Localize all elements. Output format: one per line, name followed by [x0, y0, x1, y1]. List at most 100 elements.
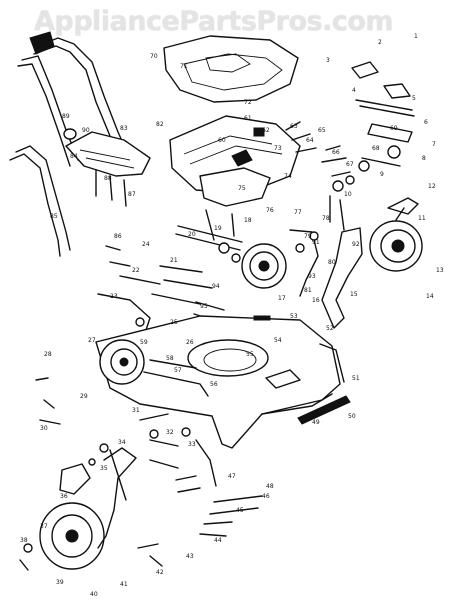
engine-assembly [169, 115, 317, 207]
callout-labels: 1234567891011121314151617181920212223242… [20, 33, 444, 598]
callout-number-54: 54 [274, 337, 282, 344]
callout-number-77: 77 [294, 209, 302, 216]
callout-number-61: 61 [244, 115, 252, 122]
callout-number-92: 92 [352, 241, 360, 248]
callout-number-3: 3 [326, 57, 330, 64]
callout-number-59: 59 [140, 339, 148, 346]
callout-number-62: 62 [262, 127, 270, 134]
callout-number-33: 33 [188, 441, 196, 448]
callout-number-45: 45 [236, 507, 244, 514]
drive-assembly [151, 209, 319, 305]
callout-number-30: 30 [40, 425, 48, 432]
callout-number-35: 35 [100, 465, 108, 472]
callout-number-31: 31 [132, 407, 140, 414]
callout-number-88: 88 [104, 175, 112, 182]
callout-number-16: 16 [312, 297, 320, 304]
callout-number-85: 85 [50, 213, 58, 220]
callout-number-26: 26 [186, 339, 194, 346]
callout-number-76: 76 [266, 207, 274, 214]
callout-number-22: 22 [132, 267, 140, 274]
callout-number-9: 9 [380, 171, 384, 178]
callout-number-4: 4 [352, 87, 356, 94]
callout-number-82: 82 [156, 121, 164, 128]
callout-number-6: 6 [424, 119, 428, 126]
engine-cover [163, 35, 299, 103]
callout-number-19: 19 [214, 225, 222, 232]
callout-number-63: 63 [290, 123, 298, 130]
callout-number-29: 29 [80, 393, 88, 400]
callout-number-87: 87 [128, 191, 136, 198]
callout-number-49: 49 [312, 419, 320, 426]
callout-number-39: 39 [56, 579, 64, 586]
callout-number-84: 84 [70, 153, 78, 160]
callout-number-68: 68 [372, 145, 380, 152]
front-wheel-assembly [19, 377, 263, 571]
callout-number-21: 21 [170, 257, 178, 264]
right-side-parts [321, 61, 415, 231]
callout-number-95: 95 [200, 303, 208, 310]
callout-number-79: 79 [304, 233, 312, 240]
callout-number-38: 38 [20, 537, 28, 544]
callout-number-37: 37 [40, 523, 48, 530]
callout-number-47: 47 [228, 473, 236, 480]
callout-number-50: 50 [348, 413, 356, 420]
callout-number-42: 42 [156, 569, 164, 576]
callout-number-1: 1 [414, 33, 418, 40]
callout-number-23: 23 [110, 293, 118, 300]
callout-number-83: 83 [120, 125, 128, 132]
callout-number-74: 74 [284, 173, 292, 180]
callout-number-69: 69 [390, 125, 398, 132]
callout-number-32: 32 [166, 429, 174, 436]
callout-number-73: 73 [274, 145, 282, 152]
callout-number-65: 65 [318, 127, 326, 134]
callout-number-17: 17 [278, 295, 286, 302]
callout-number-12: 12 [428, 183, 436, 190]
callout-number-2: 2 [378, 39, 382, 46]
callout-number-20: 20 [188, 231, 196, 238]
callout-number-75: 75 [238, 185, 246, 192]
callout-number-15: 15 [350, 291, 358, 298]
callout-number-8: 8 [422, 155, 426, 162]
callout-number-66: 66 [332, 149, 340, 156]
callout-number-10: 10 [344, 191, 352, 198]
right-pulley [321, 197, 423, 329]
callout-number-93: 93 [308, 273, 316, 280]
callout-number-80: 80 [328, 259, 336, 266]
callout-number-44: 44 [214, 537, 222, 544]
handle-assembly [9, 31, 151, 257]
callout-number-28: 28 [44, 351, 52, 358]
callout-number-58: 58 [166, 355, 174, 362]
callout-number-18: 18 [244, 217, 252, 224]
callout-number-5: 5 [412, 95, 416, 102]
callout-number-48: 48 [266, 483, 274, 490]
callout-number-67: 67 [346, 161, 354, 168]
callout-number-70: 70 [150, 53, 158, 60]
callout-number-89: 89 [62, 113, 70, 120]
callout-number-34: 34 [118, 439, 126, 446]
callout-number-55: 55 [246, 351, 254, 358]
callout-number-25: 25 [170, 319, 178, 326]
callout-number-81: 81 [304, 287, 312, 294]
callout-number-7: 7 [432, 141, 436, 148]
callout-number-13: 13 [436, 267, 444, 274]
callout-number-94: 94 [212, 283, 220, 290]
callout-number-86: 86 [114, 233, 122, 240]
left-small-parts [97, 245, 225, 331]
callout-number-90: 90 [82, 127, 90, 134]
callout-number-71: 71 [180, 63, 188, 70]
mower-deck [95, 315, 351, 449]
callout-number-24: 24 [142, 241, 150, 248]
callout-number-36: 36 [60, 493, 68, 500]
watermark-logo: AppliancePartsPros.com [34, 6, 394, 37]
callout-number-57: 57 [174, 367, 182, 374]
callout-number-91: 91 [312, 239, 320, 246]
callout-number-56: 56 [210, 381, 218, 388]
callout-number-52: 52 [326, 325, 334, 332]
callout-number-78: 78 [322, 215, 330, 222]
callout-number-46: 46 [262, 493, 270, 500]
callout-number-27: 27 [88, 337, 96, 344]
callout-number-60: 60 [218, 137, 226, 144]
callout-number-40: 40 [90, 591, 98, 598]
